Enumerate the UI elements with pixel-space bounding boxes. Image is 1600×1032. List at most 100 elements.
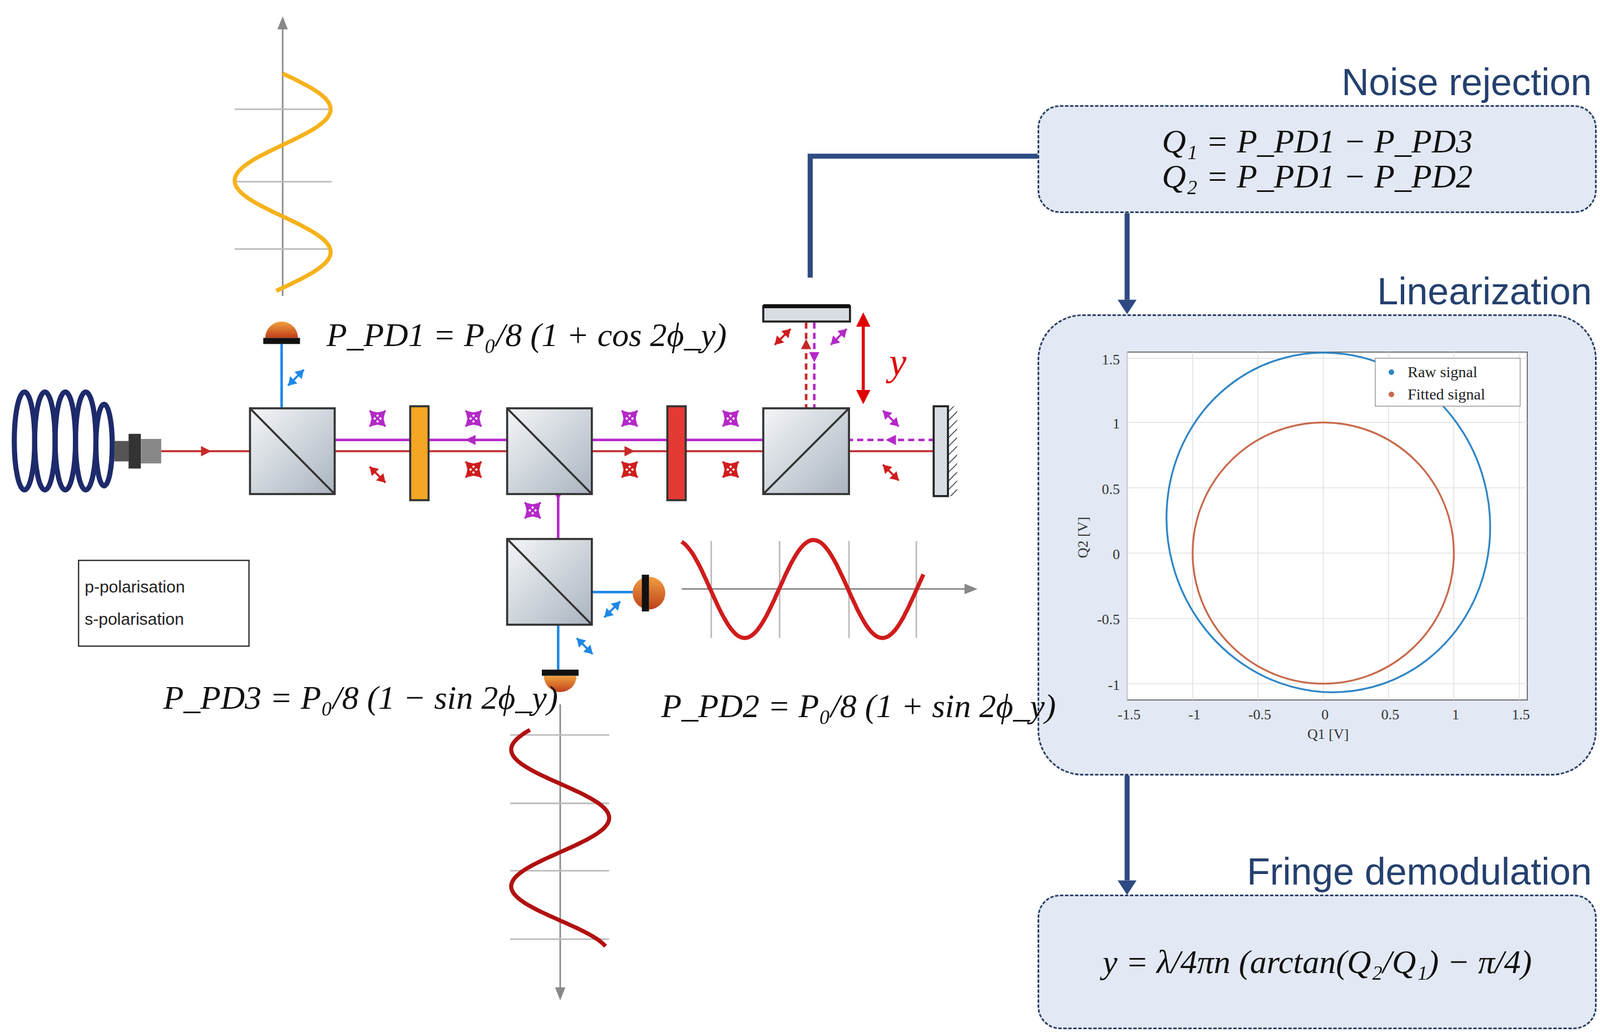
arrow-head bbox=[729, 410, 739, 421]
grid-line bbox=[1127, 487, 1528, 488]
arrow-head bbox=[722, 417, 733, 427]
raw-signal-curve bbox=[1128, 315, 1529, 729]
legend-swatch bbox=[1388, 369, 1395, 375]
photodetector bbox=[263, 321, 300, 344]
arrow-head bbox=[610, 601, 621, 611]
moving-mirror bbox=[763, 305, 851, 322]
tick-label: 0.5 bbox=[1381, 706, 1400, 724]
polarisation-arrow bbox=[369, 410, 386, 427]
fiber-collimator bbox=[114, 433, 161, 469]
tick-label: 0 bbox=[1112, 546, 1120, 564]
legend-text: Fitted signal bbox=[1407, 385, 1485, 404]
arrow-head bbox=[729, 461, 739, 472]
grid-line bbox=[1127, 552, 1528, 553]
beam-splitter-cubes bbox=[249, 408, 849, 625]
arrow-head bbox=[369, 417, 379, 427]
polarisation-arrow bbox=[722, 461, 739, 478]
plot-legend-frame bbox=[1375, 358, 1520, 407]
waveform bbox=[511, 729, 610, 947]
polarisation-arrow bbox=[576, 638, 594, 655]
polarisation-arrow bbox=[288, 369, 305, 387]
polarisation-arrow bbox=[621, 461, 638, 478]
polarisation-arrow bbox=[621, 461, 638, 478]
arrow-head bbox=[722, 467, 733, 478]
grid-line bbox=[1257, 352, 1259, 700]
photodetector bbox=[632, 574, 666, 612]
dimension-label: y bbox=[889, 339, 907, 385]
grid-line bbox=[1127, 352, 1128, 700]
tick-label: -1 bbox=[1107, 677, 1120, 694]
arrow-head bbox=[889, 471, 900, 481]
arrow-head bbox=[1117, 880, 1137, 895]
arrow-head bbox=[774, 335, 785, 345]
polarisation-arrow bbox=[882, 464, 900, 481]
box-heading: Fringe demodulation bbox=[1246, 849, 1592, 893]
arrow-head bbox=[621, 467, 631, 478]
arrow-head bbox=[524, 509, 535, 519]
connector-line bbox=[1124, 775, 1130, 881]
signal-formula: P_PD1 = P₀/8 (1 + cos 2ϕ_y) bbox=[326, 317, 727, 353]
flow-arrow bbox=[1117, 775, 1137, 896]
grid-line bbox=[1192, 352, 1193, 700]
polarisation-arrow bbox=[369, 466, 386, 483]
displacement-arrow bbox=[856, 312, 871, 404]
signal-formula: P_PD2 = P₀/8 (1 + sin 2ϕ_y) bbox=[660, 688, 1056, 724]
waveplate bbox=[410, 406, 429, 501]
fitted-signal-curve bbox=[1192, 422, 1455, 684]
arrow-head bbox=[830, 335, 841, 345]
arrow-head bbox=[583, 644, 593, 655]
signal-formula: P_PD3 = P₀/8 (1 − sin 2ϕ_y) bbox=[163, 680, 558, 716]
arrow-head bbox=[376, 473, 386, 483]
grid-line bbox=[1127, 618, 1528, 619]
polarisation-arrow bbox=[524, 502, 541, 519]
legend-frame bbox=[78, 560, 249, 646]
waveform bbox=[234, 73, 331, 291]
polarisation-arrow bbox=[774, 328, 792, 345]
tick-label: 0 bbox=[1321, 706, 1329, 724]
polarisation-arrow bbox=[465, 461, 482, 478]
connector-line bbox=[1124, 213, 1130, 300]
tick-label: -0.5 bbox=[1248, 706, 1272, 724]
tick-label: 1.5 bbox=[1512, 706, 1531, 724]
tick-label: 1 bbox=[1112, 415, 1120, 433]
arrow-head bbox=[628, 410, 638, 421]
grid-line bbox=[1322, 352, 1324, 700]
equation: y = λ/4πn (arctan(Q₂/Q₁) − π/4) bbox=[1102, 944, 1532, 980]
box-heading: Linearization bbox=[1377, 269, 1593, 313]
polarisation-arrow bbox=[882, 410, 900, 427]
equation: Q₁ = P_PD1 − P_PD3 bbox=[1161, 124, 1473, 160]
fixed-mirror bbox=[933, 406, 957, 496]
polarisation-arrow bbox=[369, 410, 386, 427]
process-box: Q₁ = P_PD1 − P_PD3Q₂ = P_PD1 − P_PD2Nois… bbox=[1037, 105, 1597, 214]
process-box: LinearizationQ2 [V]Q1 [V]1.510.50-0.5-1-… bbox=[1037, 314, 1597, 776]
arrow-head bbox=[288, 376, 298, 386]
polarisation-arrow bbox=[465, 410, 482, 427]
legend-text: Raw signal bbox=[1407, 363, 1478, 382]
box-body bbox=[1039, 315, 1595, 774]
polarisation-arrow bbox=[465, 410, 482, 427]
tick-label: -0.5 bbox=[1097, 611, 1120, 629]
fiber-coil bbox=[14, 392, 113, 491]
arrow-head bbox=[621, 417, 631, 427]
polarisation-arrow bbox=[465, 461, 482, 478]
equation: Q₂ = P_PD1 − P_PD2 bbox=[1161, 159, 1473, 195]
arrow-head bbox=[465, 467, 476, 478]
arrow-head bbox=[837, 328, 847, 339]
polarisation-arrow bbox=[722, 461, 739, 478]
polarisation-arrow bbox=[830, 328, 847, 345]
arrow-head bbox=[882, 410, 893, 421]
polarisation-arrow bbox=[621, 410, 638, 427]
box-heading: Noise rejection bbox=[1341, 60, 1592, 104]
arrow-head bbox=[471, 410, 482, 421]
legend-text: p-polarisation bbox=[84, 577, 185, 597]
arrow-head bbox=[604, 608, 614, 618]
process-box: y = λ/4πn (arctan(Q₂/Q₁) − π/4)Fringe de… bbox=[1037, 894, 1597, 1030]
arrow-head bbox=[531, 502, 541, 512]
arrow-head bbox=[369, 466, 379, 477]
box-body: y = λ/4πn (arctan(Q₂/Q₁) − π/4) bbox=[1039, 896, 1595, 1028]
flow-arrow bbox=[1117, 213, 1137, 315]
waveform bbox=[681, 540, 924, 639]
polarisation-arrow bbox=[604, 601, 621, 618]
arrow-head bbox=[628, 461, 638, 472]
arrow-head bbox=[1117, 299, 1137, 315]
